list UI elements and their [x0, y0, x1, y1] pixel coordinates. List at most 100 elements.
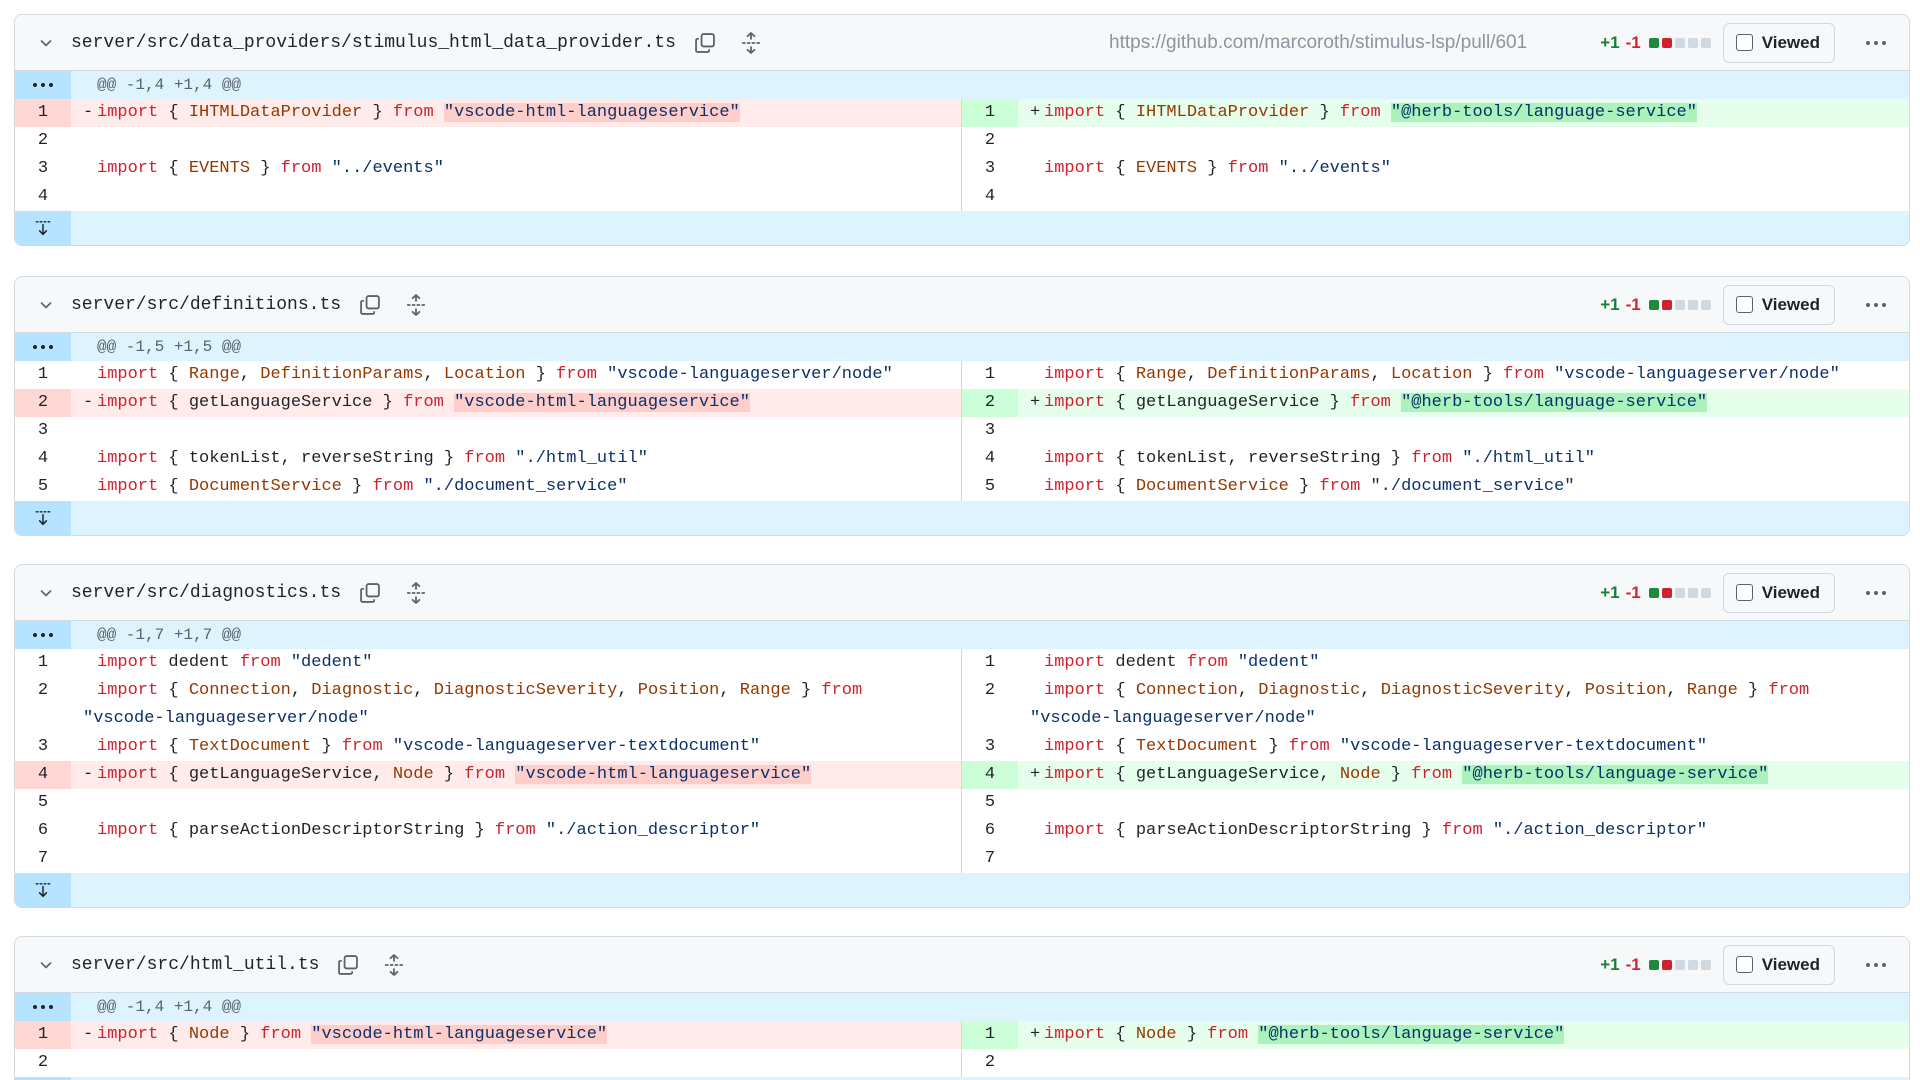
expand-up-button[interactable] — [15, 71, 71, 99]
line-number[interactable]: 1 — [984, 653, 996, 672]
line-number[interactable]: 2 — [37, 681, 49, 700]
line-number[interactable]: 6 — [984, 821, 996, 840]
line-number[interactable]: 5 — [37, 477, 49, 496]
hunk-range: @@ -1,5 +1,5 @@ — [97, 338, 242, 356]
line-number[interactable]: 4 — [962, 761, 1018, 789]
right-side: 7 — [962, 845, 1909, 873]
line-number[interactable]: 6 — [37, 821, 49, 840]
code-token: } — [1380, 765, 1412, 784]
expand-all-button[interactable] — [403, 292, 429, 318]
viewed-checkbox[interactable]: Viewed — [1722, 284, 1835, 325]
line-number[interactable]: 4 — [984, 187, 996, 206]
line-number[interactable]: 4 — [15, 761, 71, 789]
line-number[interactable]: 7 — [37, 849, 49, 868]
collapse-toggle[interactable] — [35, 954, 57, 976]
line-number[interactable]: 2 — [37, 1053, 49, 1072]
line-number[interactable]: 2 — [15, 389, 71, 417]
copy-icon — [360, 294, 380, 315]
code-line — [1018, 845, 1909, 873]
line-number[interactable]: 3 — [984, 737, 996, 756]
line-number[interactable]: 3 — [37, 737, 49, 756]
left-side: 4-import { getLanguageService, Node } fr… — [15, 761, 962, 789]
file-menu-button[interactable] — [1855, 573, 1897, 613]
code-line — [71, 417, 961, 445]
code-token: , — [1360, 681, 1381, 700]
line-number[interactable]: 2 — [37, 131, 49, 150]
copy-path-button[interactable] — [357, 292, 383, 318]
line-number[interactable]: 1 — [962, 99, 1018, 127]
code-token: import — [1044, 365, 1106, 384]
expand-all-button[interactable] — [381, 952, 407, 978]
line-number[interactable]: 5 — [984, 793, 996, 812]
file-path[interactable]: server/src/diagnostics.ts — [71, 582, 342, 603]
file-menu-button[interactable] — [1855, 285, 1897, 325]
line-number[interactable]: 7 — [984, 849, 996, 868]
collapse-toggle[interactable] — [35, 582, 57, 604]
line-number[interactable]: 3 — [37, 159, 49, 178]
line-number[interactable]: 3 — [37, 421, 49, 440]
viewed-checkbox[interactable]: Viewed — [1722, 572, 1835, 613]
code-token: "@herb-tools/language-service" — [1390, 103, 1697, 122]
diff-rows: 1-import { Node } from "vscode-html-lang… — [15, 1021, 1909, 1077]
diffstat-block — [1687, 37, 1698, 48]
line-number[interactable]: 4 — [37, 187, 49, 206]
file-menu-button[interactable] — [1855, 945, 1897, 985]
line-number[interactable]: 4 — [37, 449, 49, 468]
line-number[interactable]: 3 — [984, 159, 996, 178]
code-token — [505, 765, 515, 784]
line-number[interactable]: 1 — [15, 99, 71, 127]
code-token: } — [1176, 1025, 1208, 1044]
line-number[interactable]: 5 — [984, 477, 996, 496]
line-number[interactable]: 1 — [15, 1021, 71, 1049]
code-token: "./action_descriptor" — [545, 821, 761, 840]
expand-down-button[interactable] — [15, 211, 71, 245]
file-path[interactable]: server/src/definitions.ts — [71, 294, 342, 315]
line-number[interactable]: 5 — [37, 793, 49, 812]
viewed-checkbox[interactable]: Viewed — [1722, 944, 1835, 985]
code-line — [71, 183, 961, 211]
expand-up-button[interactable] — [15, 333, 71, 361]
expand-up-button[interactable] — [15, 993, 71, 1021]
collapse-toggle[interactable] — [35, 32, 57, 54]
copy-path-button[interactable] — [357, 580, 383, 606]
line-number[interactable]: 1 — [984, 365, 996, 384]
line-number[interactable]: 2 — [984, 131, 996, 150]
code-token: { — [1105, 477, 1136, 496]
copy-path-button[interactable] — [335, 952, 361, 978]
line-number[interactable]: 2 — [962, 389, 1018, 417]
file-menu-button[interactable] — [1855, 23, 1897, 63]
expand-down-button[interactable] — [15, 501, 71, 535]
expand-all-button[interactable] — [403, 580, 429, 606]
expand-all-button[interactable] — [738, 30, 764, 56]
collapse-toggle[interactable] — [35, 294, 57, 316]
code-token: Range — [1686, 681, 1738, 700]
code-token: "../events" — [331, 159, 444, 178]
line-number[interactable]: 3 — [984, 421, 996, 440]
file-path[interactable]: server/src/html_util.ts — [71, 954, 320, 975]
expand-down-button[interactable] — [15, 1077, 71, 1080]
code-token: import — [1044, 653, 1106, 672]
line-number[interactable]: 1 — [37, 365, 49, 384]
code-token: { — [158, 477, 189, 496]
code-token: , — [1564, 681, 1585, 700]
file-path[interactable]: server/src/data_providers/stimulus_html_… — [71, 32, 676, 53]
code-token: } — [1737, 681, 1769, 700]
unfold-icon — [741, 31, 761, 54]
expand-down-button[interactable] — [15, 873, 71, 907]
line-number[interactable]: 1 — [37, 653, 49, 672]
line-number[interactable]: 2 — [984, 1053, 996, 1072]
code-token: Node — [1135, 1025, 1177, 1044]
line-number[interactable]: 4 — [984, 449, 996, 468]
expand-down-row — [15, 1077, 1909, 1080]
copy-path-button[interactable] — [692, 30, 718, 56]
line-number[interactable]: 1 — [962, 1021, 1018, 1049]
viewed-checkbox[interactable]: Viewed — [1722, 22, 1835, 63]
code-token: DefinitionParams — [260, 365, 424, 384]
line-number[interactable]: 2 — [984, 681, 996, 700]
code-token: DiagnosticSeverity — [433, 681, 618, 700]
diffstat-block — [1661, 299, 1672, 310]
expand-up-button[interactable] — [15, 621, 71, 649]
